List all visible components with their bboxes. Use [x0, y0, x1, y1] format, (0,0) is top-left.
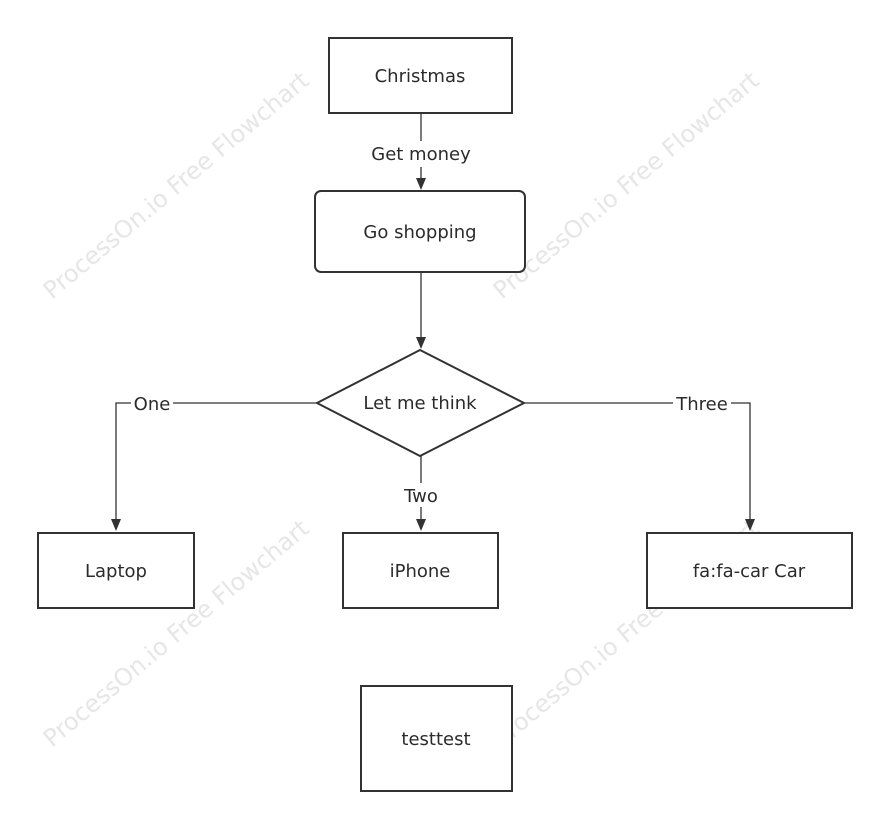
- edge-three[interactable]: Three: [524, 391, 755, 531]
- arrow-head-icon: [416, 337, 426, 349]
- node-christmas[interactable]: Christmas: [328, 37, 513, 114]
- watermark-text: ProcessOn.io Free Flowchart: [488, 66, 765, 304]
- node-shape-diamond: [314, 348, 527, 458]
- arrow-head-icon: [111, 519, 121, 531]
- arrow-head-icon: [416, 178, 426, 190]
- node-iphone[interactable]: iPhone: [342, 532, 499, 609]
- edge-get-money[interactable]: Get money: [364, 113, 478, 190]
- edge-label-background: [673, 391, 731, 415]
- edges-layer: Get money One Two Three: [111, 113, 755, 531]
- edge-label-one: One: [134, 394, 171, 415]
- edge-one[interactable]: One: [111, 391, 318, 531]
- edge-label-background: [131, 391, 173, 415]
- node-testtest[interactable]: testtest: [360, 685, 513, 792]
- arrow-head-icon: [745, 519, 755, 531]
- node-label-testtest: testtest: [401, 729, 470, 750]
- edge-label-two: Two: [403, 486, 438, 507]
- edge-label-get-money: Get money: [371, 144, 471, 165]
- node-car[interactable]: fa:fa-car Car: [646, 532, 853, 609]
- watermark-text: ProcessOn.io Free Flowchart: [38, 66, 315, 304]
- node-go-shopping[interactable]: Go shopping: [314, 190, 526, 273]
- edge-line: [524, 402, 751, 522]
- edge-shopping-to-think[interactable]: [416, 272, 426, 349]
- edge-label-background: [364, 141, 478, 167]
- edge-label-background: [399, 483, 443, 507]
- node-shape-rectangle: [328, 37, 513, 114]
- node-label-christmas: Christmas: [375, 66, 466, 87]
- arrow-head-icon: [416, 519, 426, 531]
- node-let-me-think[interactable]: Let me think: [314, 348, 527, 458]
- node-label-go-shopping: Go shopping: [363, 222, 476, 243]
- node-label-let-me-think: Let me think: [363, 393, 477, 414]
- node-label-laptop: Laptop: [85, 561, 147, 582]
- node-shape-rectangle: [360, 685, 513, 792]
- node-label-iphone: iPhone: [390, 561, 451, 582]
- nodes-layer: Christmas Go shopping Let me think Lapto…: [37, 37, 853, 792]
- edge-label-three: Three: [675, 394, 728, 415]
- node-shape-rectangle: [37, 532, 195, 609]
- node-shape-rectangle: [342, 532, 499, 609]
- node-laptop[interactable]: Laptop: [37, 532, 195, 609]
- node-label-car: fa:fa-car Car: [693, 561, 806, 582]
- node-shape-rounded-rectangle: [314, 190, 526, 273]
- edge-two[interactable]: Two: [399, 456, 443, 531]
- edge-line: [115, 402, 318, 522]
- node-shape-rectangle: [646, 532, 853, 609]
